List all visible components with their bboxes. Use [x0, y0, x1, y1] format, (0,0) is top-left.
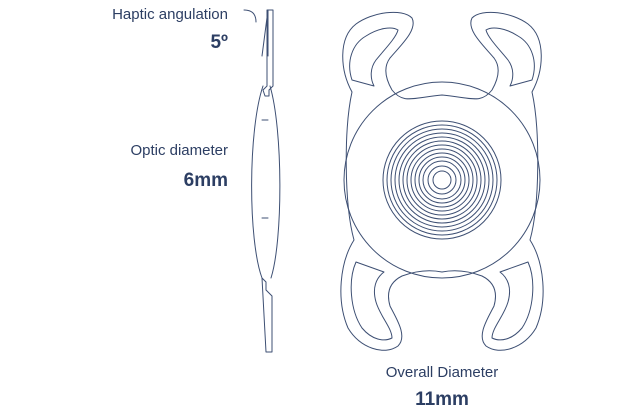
lens-front-view — [340, 11, 544, 351]
haptic-loop-lower-left — [350, 261, 393, 341]
optic-outer-circle — [343, 81, 541, 279]
optic-profile-back — [269, 85, 281, 279]
diffractive-ring-6 — [410, 148, 474, 212]
upper-haptic-profile — [262, 9, 274, 97]
diffractive-ring-13 — [382, 120, 502, 240]
haptic-angulation-value: 5º — [210, 32, 228, 53]
diffractive-rings — [382, 120, 502, 240]
haptic-angulation-label: Haptic angulation — [112, 6, 228, 23]
overall-diameter-label: Overall Diameter — [385, 364, 499, 381]
haptic-loop-upper-right — [485, 27, 535, 87]
lens-outer-outline — [340, 11, 544, 351]
diffractive-ring-9 — [398, 136, 486, 224]
haptic-loop-upper-left — [349, 27, 399, 87]
diffractive-ring-5 — [414, 152, 470, 208]
diffractive-ring-3 — [422, 160, 462, 200]
haptic-loop-lower-right — [491, 261, 534, 341]
diffractive-ring-2 — [427, 165, 457, 195]
angulation-arc — [243, 9, 257, 23]
lower-haptic-profile — [261, 277, 273, 353]
lens-side-profile — [243, 9, 281, 353]
diffractive-ring-4 — [418, 156, 466, 204]
diffractive-ring-11 — [390, 128, 494, 232]
diffractive-ring-1 — [432, 170, 452, 190]
optic-diameter-label: Optic diameter — [130, 142, 228, 159]
diffractive-ring-7 — [406, 144, 478, 216]
optic-profile — [251, 85, 264, 279]
optic-diameter-value: 6mm — [183, 170, 228, 191]
diffractive-ring-8 — [402, 140, 482, 220]
diffractive-ring-10 — [394, 132, 490, 228]
overall-diameter-value: 11mm — [415, 389, 469, 410]
diffractive-ring-12 — [386, 124, 498, 236]
